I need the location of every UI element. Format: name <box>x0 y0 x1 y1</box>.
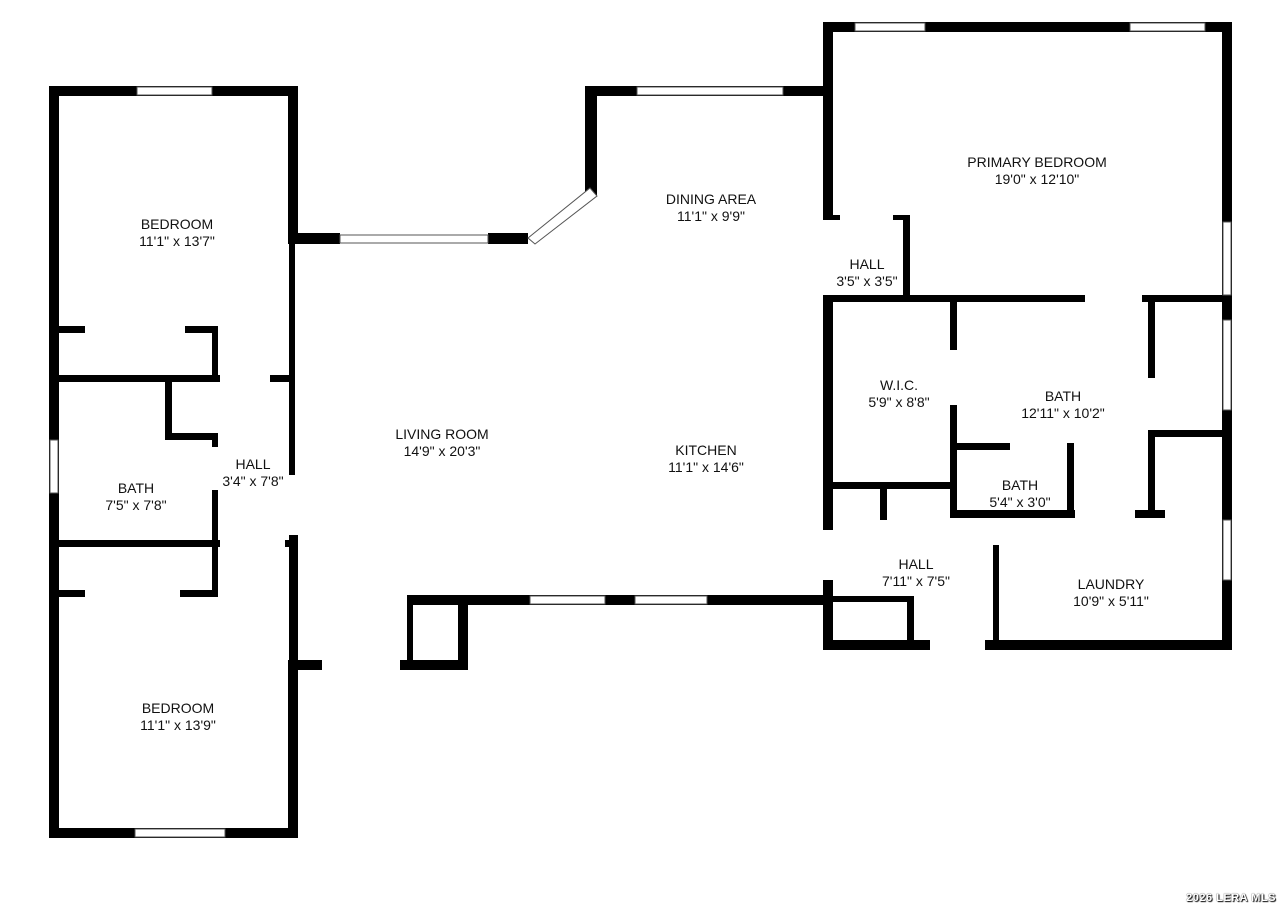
angled-window <box>527 187 598 245</box>
room-label: W.I.C.5'9" x 8'8" <box>868 377 930 410</box>
watermark: 2026 LERA MLS <box>1186 892 1276 904</box>
